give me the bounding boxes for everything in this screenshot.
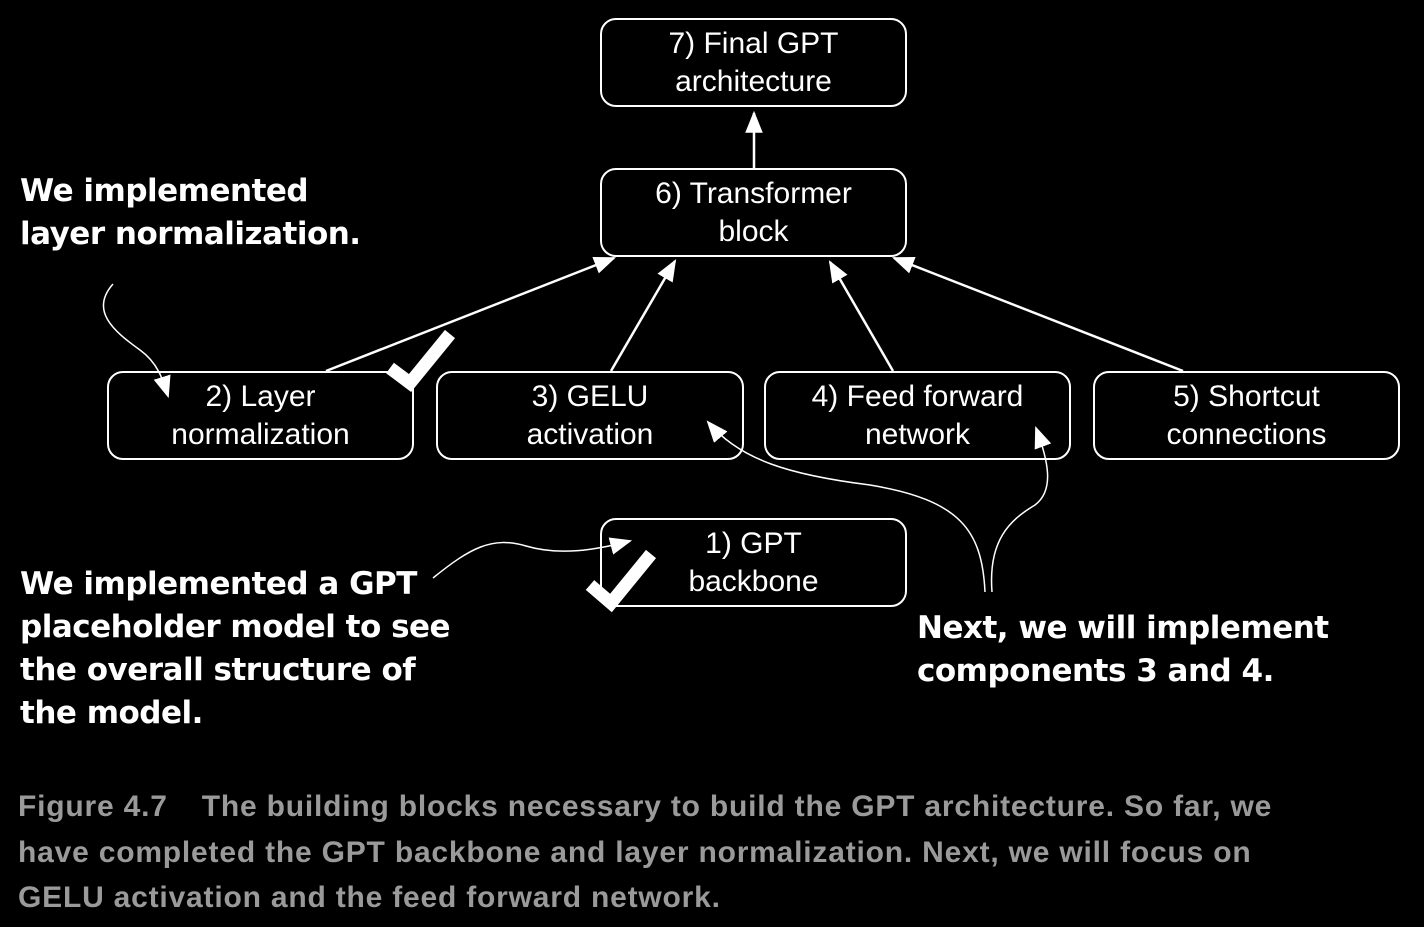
gelu-line1: 3) GELU: [531, 379, 649, 413]
shortcut-connections-box: 5) Shortcut connections: [1093, 371, 1400, 460]
callout-arrow-next-feedforward: [990, 425, 1052, 593]
note-layer-norm-line: We implemented: [20, 173, 309, 209]
feed-forward-line2: network: [864, 417, 971, 451]
final-gpt-line2: architecture: [675, 64, 832, 98]
final-gpt-architecture-box: 7) Final GPT architecture: [600, 18, 907, 107]
gelu-line2: activation: [526, 417, 654, 451]
note-placeholder-line: placeholder model to see: [20, 609, 451, 645]
caption-line-3: GELU activation and the feed forward net…: [18, 881, 721, 914]
callout-arrow-placeholder: [432, 537, 633, 579]
note-placeholder-model: We implemented a GPT placeholder model t…: [20, 563, 451, 735]
transformer-block-line1: 6) Transformer: [655, 176, 852, 210]
arrow-shortcut-to-transformer: [891, 256, 1184, 373]
shortcut-line1: 5) Shortcut: [1173, 379, 1320, 413]
final-gpt-line1: 7) Final GPT: [668, 26, 839, 60]
transformer-block-box: 6) Transformer block: [600, 168, 907, 257]
note-layer-norm-implemented: We implemented layer normalization.: [20, 170, 361, 256]
figure-caption: Figure 4.7 The building blocks necessary …: [18, 784, 1272, 921]
arrow-gelu-to-transformer: [609, 259, 677, 372]
note-layer-norm-line: layer normalization.: [20, 216, 361, 252]
note-placeholder-line: the model.: [20, 695, 203, 731]
caption-line-2: have completed the GPT backbone and laye…: [18, 835, 1252, 869]
caption-line-1: Figure 4.7 The building blocks necessary …: [18, 784, 1272, 830]
caption-text-1: The building blocks necessary to build t…: [201, 790, 1273, 823]
note-next-line: components 3 and 4.: [917, 653, 1274, 689]
feed-forward-line1: 4) Feed forward: [811, 379, 1024, 413]
shortcut-line2: connections: [1166, 417, 1327, 451]
layer-norm-line2: normalization: [171, 417, 350, 451]
gpt-backbone-box: 1) GPT backbone: [600, 518, 907, 607]
arrow-layernorm-to-transformer: [325, 256, 617, 373]
callout-arrow-layer-norm: [102, 283, 171, 399]
layer-normalization-box: 2) Layer normalization: [107, 371, 414, 460]
gpt-backbone-line1: 1) GPT: [705, 526, 802, 560]
gelu-activation-box: 3) GELU activation: [436, 371, 744, 460]
caption-figure-label: Figure 4.7: [18, 790, 168, 823]
feed-forward-network-box: 4) Feed forward network: [764, 371, 1071, 460]
layer-norm-line1: 2) Layer: [205, 379, 316, 413]
note-next-steps: Next, we will implement components 3 and…: [917, 607, 1329, 693]
callout-arrow-next-gelu: [706, 420, 986, 593]
transformer-block-line2: block: [718, 214, 789, 248]
note-placeholder-line: We implemented a GPT: [20, 566, 417, 602]
gpt-backbone-line2: backbone: [688, 564, 819, 598]
arrow-feedforward-to-transformer: [828, 260, 895, 372]
note-placeholder-line: the overall structure of: [20, 652, 416, 688]
note-next-line: Next, we will implement: [917, 610, 1329, 646]
